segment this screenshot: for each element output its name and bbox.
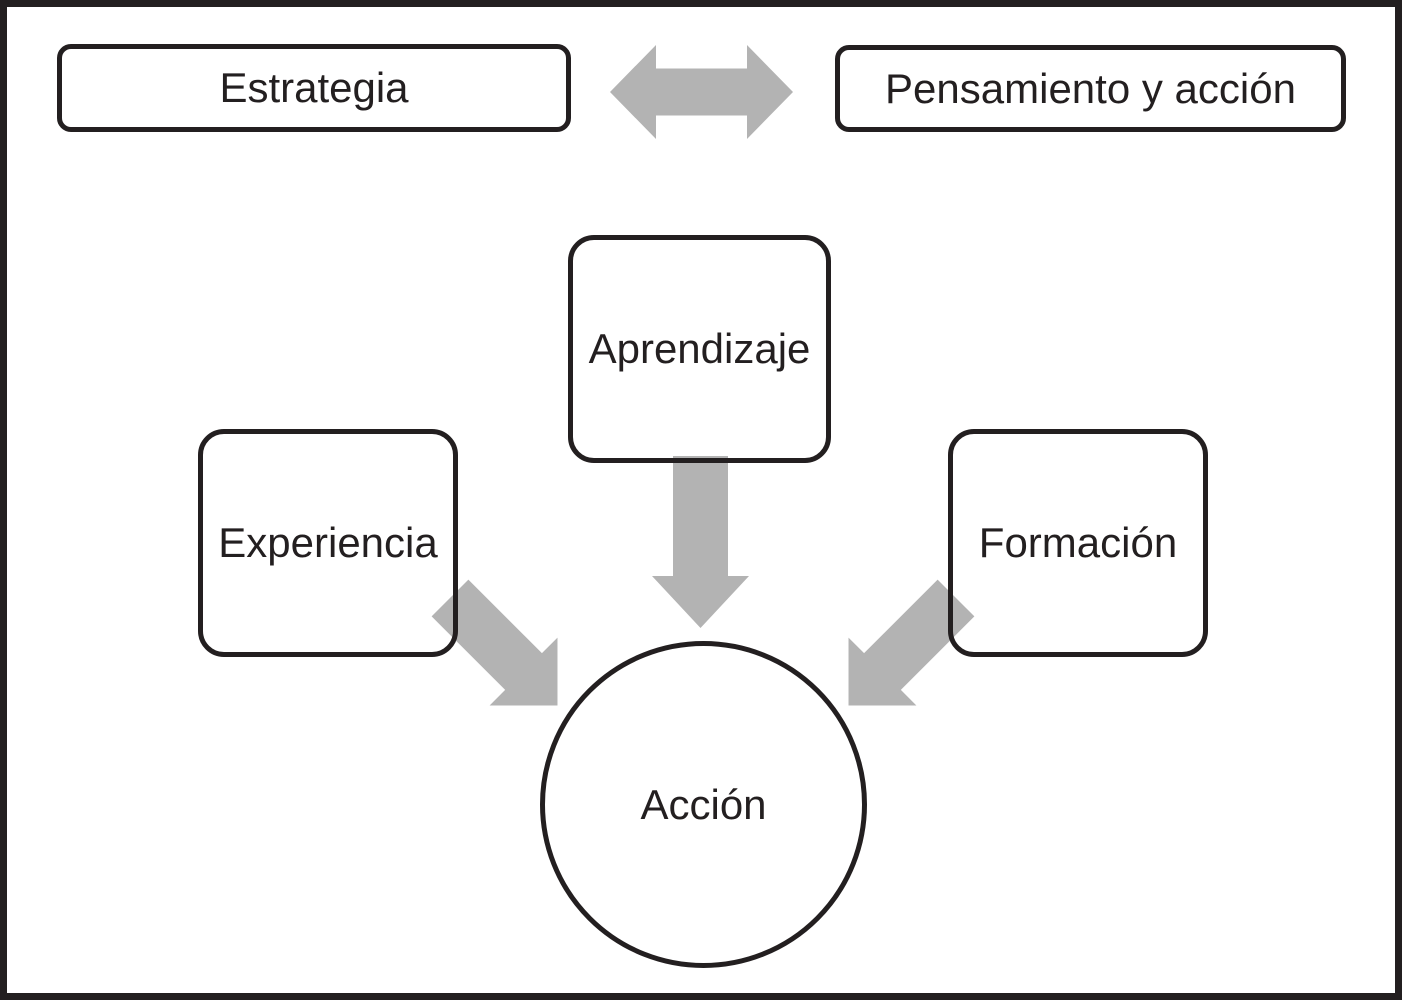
experiencia-label: Experiencia: [218, 519, 438, 566]
aprendizaje-box: Aprendizaje: [568, 235, 831, 463]
accion-label: Acción: [640, 780, 767, 828]
down-arrow-icon: [652, 456, 749, 628]
formacion-to-accion-arrow-icon: [848, 579, 975, 706]
aprendizaje-label: Aprendizaje: [588, 325, 811, 372]
experiencia-to-accion-arrow-icon: [431, 579, 558, 706]
experiencia-box: Experiencia: [198, 429, 458, 657]
estrategia-label: Estrategia: [219, 64, 409, 111]
accion-circle: Acción: [540, 641, 867, 968]
pensamiento-y-accion-box: Pensamiento y acción: [835, 45, 1346, 132]
formacion-label: Formación: [978, 519, 1178, 566]
estrategia-box: Estrategia: [57, 44, 571, 132]
formacion-box: Formación: [948, 429, 1208, 657]
left-right-arrow-icon: [610, 45, 793, 139]
pensamiento-y-accion-label: Pensamiento y acción: [885, 64, 1296, 112]
